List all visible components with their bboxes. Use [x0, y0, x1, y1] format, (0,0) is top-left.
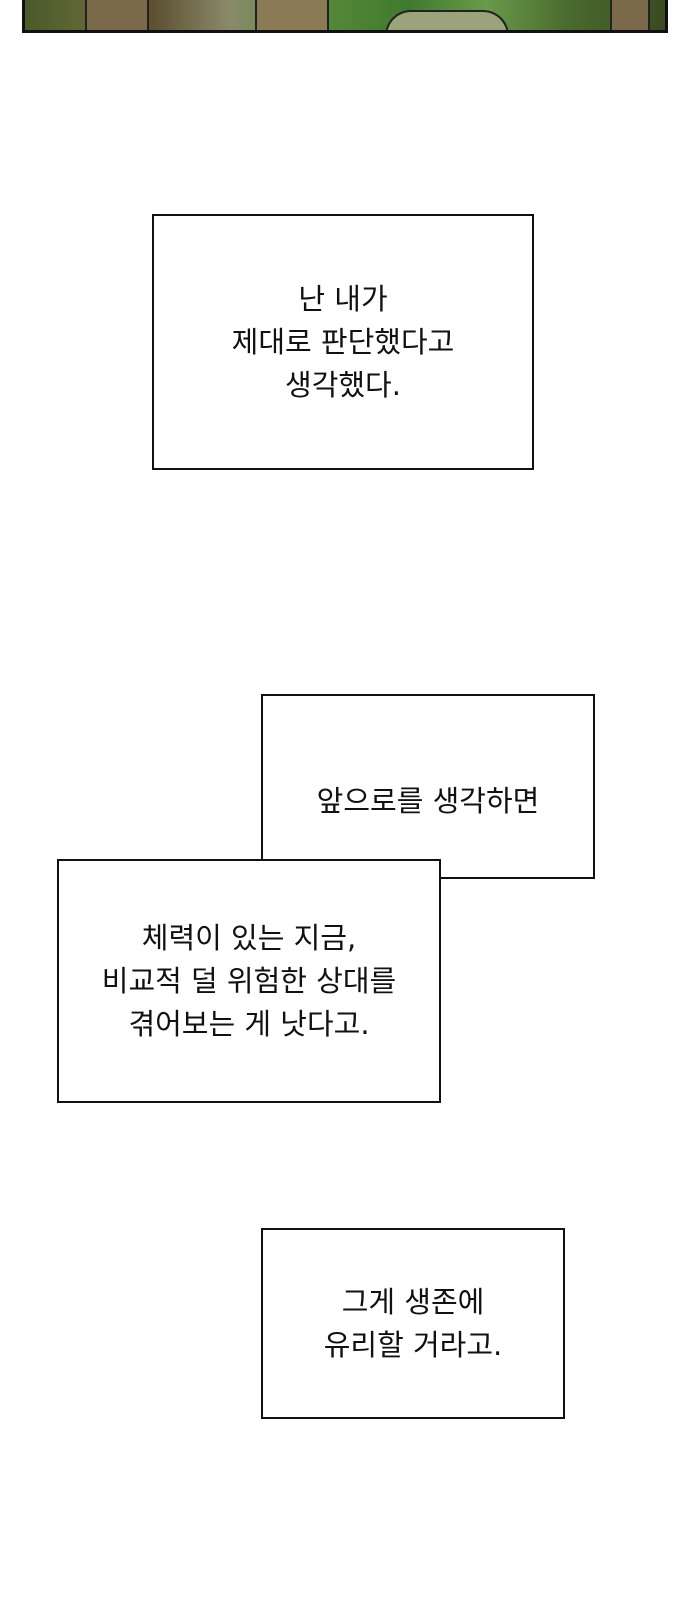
narration-text: 앞으로를 생각하면 [316, 784, 540, 818]
narration-box-4: 그게 생존에 유리할 거라고. [261, 1228, 565, 1419]
rock-illustration [385, 10, 509, 30]
tree-trunk-illustration [255, 0, 329, 30]
narration-box-1: 난 내가 제대로 판단했다고 생각했다. [152, 214, 534, 470]
narration-text: 그게 생존에 유리할 거라고. [323, 1284, 503, 1362]
narration-box-2: 앞으로를 생각하면 [261, 694, 595, 879]
tree-trunk-illustration [85, 0, 149, 30]
narration-text: 난 내가 제대로 판단했다고 생각했다. [231, 281, 455, 402]
tree-trunk-illustration [610, 0, 650, 30]
narration-text: 체력이 있는 지금, 비교적 덜 위험한 상대를 겪어보는 게 낫다고. [101, 920, 397, 1041]
narration-box-3: 체력이 있는 지금, 비교적 덜 위험한 상대를 겪어보는 게 낫다고. [57, 859, 441, 1103]
top-panel-illustration [22, 0, 668, 33]
box-merge-patch [263, 861, 438, 878]
